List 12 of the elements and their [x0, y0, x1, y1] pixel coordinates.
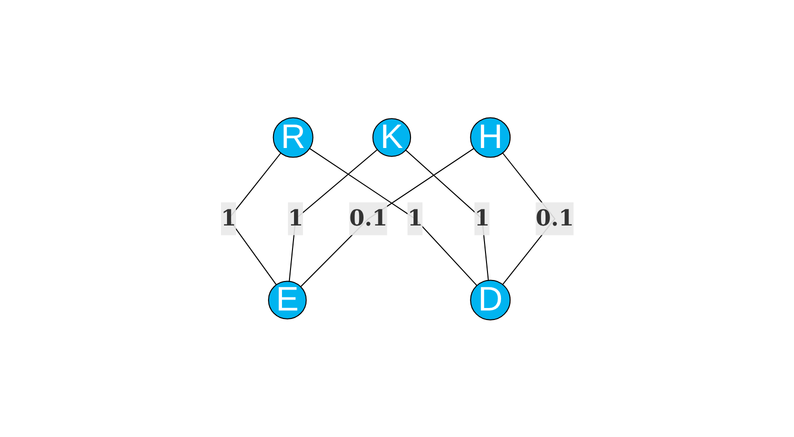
node-circle: R — [272, 116, 313, 158]
edge-label: 1 — [406, 205, 422, 231]
edge-label: 0.1 — [348, 205, 387, 231]
node-circle: E — [268, 280, 306, 320]
node-circle: D — [470, 280, 510, 320]
edge-label: 0.1 — [535, 205, 574, 231]
node-circle: K — [372, 118, 411, 157]
edge-label: 1 — [287, 205, 303, 231]
connector — [404, 149, 488, 281]
edge-label: 1 — [220, 205, 236, 231]
edge-label: 1 — [474, 205, 490, 231]
node-circle: H — [470, 116, 510, 158]
